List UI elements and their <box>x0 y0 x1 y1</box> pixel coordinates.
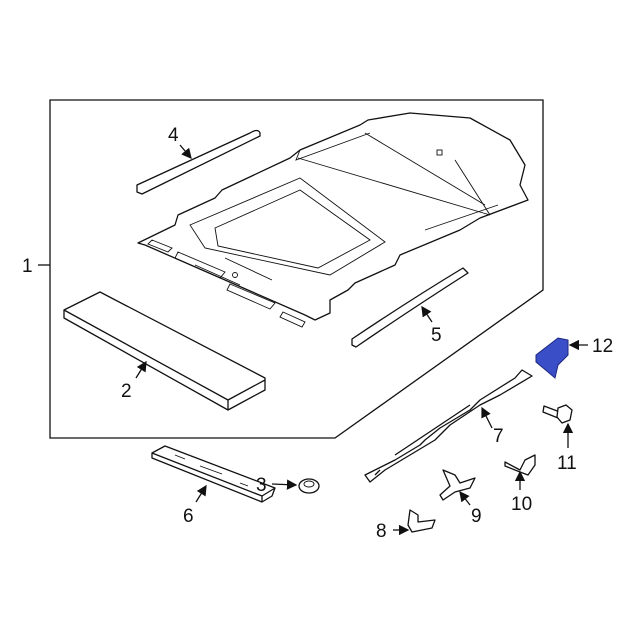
callout-2: 2 <box>121 381 132 402</box>
callout-10: 10 <box>511 494 532 515</box>
leader-5 <box>421 305 433 323</box>
part-6-reinforcement[interactable] <box>151 445 276 503</box>
part-7-side-bracket[interactable] <box>364 369 533 483</box>
callout-5: 5 <box>431 325 442 346</box>
roof-panel[interactable] <box>137 112 529 328</box>
part-11-bolt[interactable] <box>542 404 573 424</box>
part-9-clip[interactable] <box>439 469 476 501</box>
part-4-rail-strip[interactable] <box>136 129 261 195</box>
callout-7: 7 <box>493 426 504 447</box>
part-2-roof-board[interactable] <box>63 291 266 411</box>
callout-6: 6 <box>183 506 194 527</box>
callout-3: 3 <box>256 475 267 496</box>
part-10-clip[interactable] <box>504 454 536 476</box>
callout-4: 4 <box>168 125 179 146</box>
leader-6 <box>195 484 207 503</box>
leader-7 <box>481 406 493 429</box>
part-12-bracket-highlighted[interactable] <box>535 337 569 379</box>
callout-12: 12 <box>592 336 613 357</box>
callout-1: 1 <box>22 256 33 277</box>
leader-4 <box>179 144 192 159</box>
callout-8: 8 <box>376 521 387 542</box>
part-5-rail-strip[interactable] <box>351 267 469 348</box>
callout-11: 11 <box>557 453 577 474</box>
part-8-clip[interactable] <box>407 509 436 533</box>
leader-3 <box>271 479 298 490</box>
callout-9: 9 <box>471 506 482 527</box>
part-3-nut[interactable] <box>298 478 320 494</box>
leader-2 <box>135 360 147 379</box>
assembly-frame <box>49 99 544 439</box>
leader-9 <box>459 490 471 506</box>
